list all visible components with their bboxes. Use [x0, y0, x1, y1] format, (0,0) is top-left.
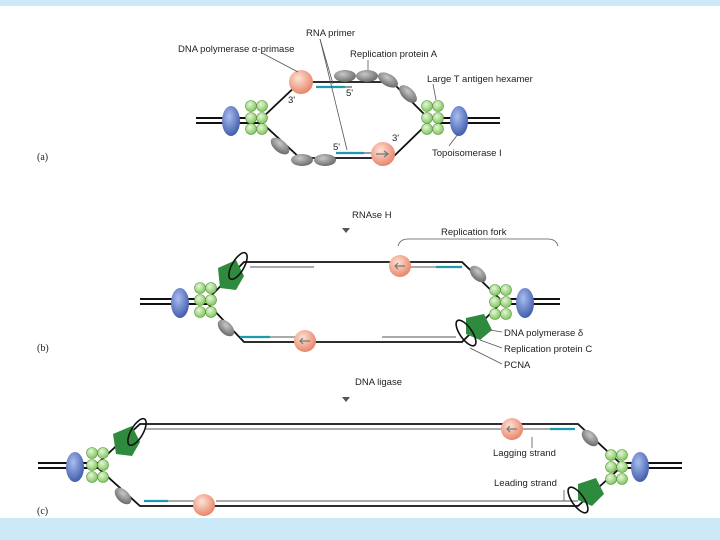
- leader-rpc: [479, 339, 503, 349]
- panel-c: DNA ligase: [37, 377, 682, 517]
- label-rpc: Replication protein C: [504, 344, 592, 355]
- leader-large-t: [432, 83, 437, 101]
- label-3prime-bottom: 3': [392, 133, 399, 144]
- large-t-hexamer-left: [86, 447, 109, 483]
- topoisomerase-right: [631, 452, 649, 482]
- rpa-oval: [378, 72, 398, 88]
- arrow-down-icon: [342, 228, 350, 233]
- pcna-ring-left: [127, 417, 147, 447]
- pol-primase-ball: [193, 494, 215, 516]
- pcna-ring-left: [228, 251, 248, 281]
- label-dna-ligase: DNA ligase: [355, 377, 402, 388]
- pcna-ring-right: [567, 486, 589, 514]
- pol-primase-ball: [289, 70, 313, 94]
- panel-label-c: (c): [37, 506, 48, 517]
- fork-bracket: [397, 238, 559, 247]
- label-rpa: Replication protein A: [350, 49, 438, 60]
- rpa-oval: [291, 154, 313, 166]
- arrow-icon: [299, 337, 310, 345]
- large-t-hexamer-right: [421, 100, 444, 135]
- rpa-oval: [399, 85, 417, 103]
- large-t-hexamer-right: [605, 449, 628, 485]
- leader-rna-primer-bottom: [319, 38, 348, 151]
- rpa-oval: [334, 70, 356, 82]
- arrow-icon: [376, 150, 389, 158]
- panel-a: RNA primer DNA polymerase α-primase Repl…: [37, 28, 533, 166]
- leader-topo: [448, 133, 459, 147]
- rpa-oval: [581, 429, 599, 447]
- large-t-hexamer-right: [489, 284, 512, 320]
- topoisomerase-right: [516, 288, 534, 318]
- large-t-hexamer-left: [245, 100, 268, 135]
- leader-pol-delta: [489, 329, 503, 333]
- rpa-oval: [469, 265, 487, 283]
- topoisomerase-right: [450, 106, 468, 136]
- pcna-ring-right: [455, 319, 477, 347]
- panel-label-b: (b): [37, 343, 49, 354]
- arrow-icon: [394, 262, 405, 270]
- rpa-oval: [217, 319, 235, 337]
- topoisomerase-left: [222, 106, 240, 136]
- pol-delta-left: [218, 260, 244, 290]
- label-pol-delta: DNA polymerase δ: [504, 328, 583, 339]
- leader-pol-primase: [261, 52, 299, 73]
- label-pcna: PCNA: [504, 360, 531, 371]
- leader-pcna: [469, 347, 503, 365]
- label-5prime-bottom: 5': [333, 142, 340, 153]
- label-large-t: Large T antigen hexamer: [427, 74, 533, 85]
- label-rnase-h: RNAse H: [352, 210, 392, 221]
- topoisomerase-left: [171, 288, 189, 318]
- panel-label-a: (a): [37, 152, 48, 163]
- label-pol-primase: DNA polymerase α-primase: [178, 44, 294, 55]
- pol-delta-left: [113, 426, 140, 456]
- label-leading-strand: Leading strand: [494, 478, 557, 489]
- rpa-oval: [114, 487, 132, 505]
- label-lagging-strand: Lagging strand: [493, 448, 556, 459]
- bottom-frame-bar: [0, 518, 720, 540]
- label-topo: Topoisomerase I: [432, 148, 502, 159]
- topoisomerase-left: [66, 452, 84, 482]
- rpa-oval: [314, 154, 336, 166]
- label-rna-primer: RNA primer: [306, 28, 355, 39]
- label-5prime-top: 5': [346, 88, 353, 99]
- top-frame-bar: [0, 0, 720, 6]
- arrow-icon: [506, 425, 517, 433]
- label-3prime-top: 3': [288, 95, 295, 106]
- large-t-hexamer-left: [194, 282, 217, 318]
- panel-b: RNAse H Replication fork: [37, 210, 592, 371]
- rpa-oval: [356, 70, 378, 82]
- rpa-oval: [270, 137, 290, 155]
- label-replication-fork: Replication fork: [441, 227, 507, 238]
- arrow-down-icon: [342, 397, 350, 402]
